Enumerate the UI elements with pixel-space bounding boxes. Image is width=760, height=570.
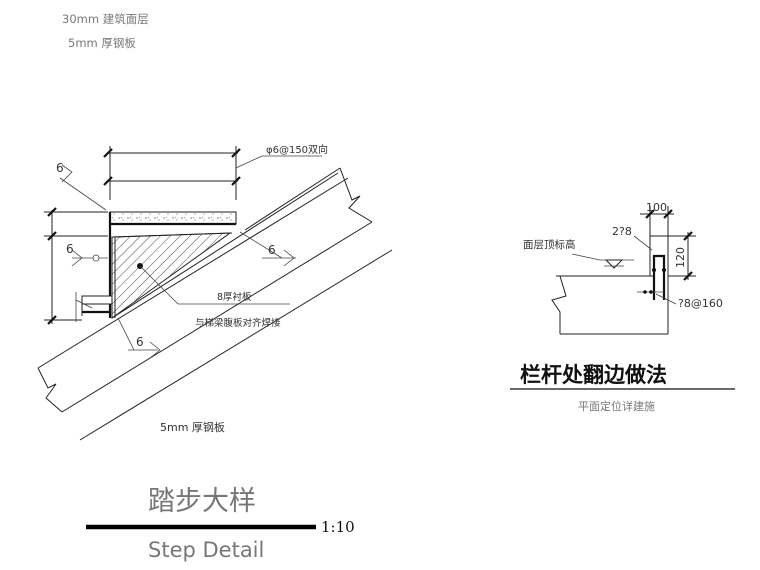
- weld-symbol-lower-left: [75, 292, 93, 322]
- leader-top-bars: [633, 235, 653, 251]
- dim-tick: [663, 209, 673, 219]
- svg-text:6: 6: [268, 243, 276, 257]
- level-triangle: [604, 259, 624, 269]
- level-label: 面层顶标高: [523, 238, 576, 251]
- stringer-bottom-edge: [79, 249, 393, 441]
- stringer-edge-1: [37, 177, 349, 369]
- top-bars-label: 2?8: [612, 225, 632, 238]
- weld-symbol-mid-left: 6: [66, 242, 108, 267]
- slab-break-line: [551, 275, 567, 334]
- dim-tick: [683, 231, 693, 241]
- dim-tick: [103, 176, 113, 186]
- steel-plate-label: 5mm 厚钢板: [160, 420, 225, 434]
- stringer-top-edge-upper: [111, 172, 339, 319]
- break-line-top: [339, 167, 373, 223]
- step-detail-title-en: Step Detail: [148, 538, 264, 562]
- rebar-dot: [643, 290, 647, 294]
- rebar-dot: [662, 268, 666, 272]
- dim-tick: [47, 231, 57, 241]
- svg-text:6: 6: [66, 242, 74, 256]
- leader-bar-spacing: [655, 293, 677, 305]
- weld-symbol-bottom: 6: [117, 317, 161, 359]
- level-leader: [571, 253, 601, 261]
- liner-plate-hatch: [111, 232, 232, 319]
- note-finish-layer: 30mm 建筑面层: [62, 12, 149, 26]
- lower-nosing-stub: [81, 295, 113, 305]
- railing-detail-subtitle: 平面定位详建施: [578, 399, 655, 413]
- upturn-rebar-hook: [652, 254, 666, 300]
- weld-symbol-top-left: 6: [56, 161, 107, 211]
- dim-height-value: 120: [674, 247, 687, 268]
- stringer-top-edge-right: [244, 167, 341, 231]
- leader-plate-note: [139, 265, 179, 305]
- svg-text:6: 6: [56, 161, 64, 175]
- scale-label: 1:10: [321, 518, 355, 536]
- bar-spacing-label: ?8@160: [678, 297, 723, 310]
- dim-tick: [103, 148, 113, 158]
- dim-tick: [47, 315, 57, 325]
- step-detail-drawing: 6 6 6 6 φ6@150双向 8厚衬板 与梯梁腹: [37, 143, 393, 441]
- rebar-dot: [652, 268, 656, 272]
- stringer-edge-2: [61, 221, 373, 413]
- dim-tick: [683, 271, 693, 281]
- liner-plate-note: 8厚衬板: [217, 291, 252, 303]
- liner-top-edge: [114, 232, 233, 238]
- break-line-bottom: [37, 367, 63, 413]
- svg-text:6: 6: [136, 335, 144, 349]
- rebar-callout: φ6@150双向: [266, 143, 328, 156]
- dim-tick: [645, 209, 655, 219]
- liner-plate-weld-note: 与梯梁腹板对齐焊接: [195, 317, 281, 329]
- weld-symbol-right: 6: [239, 231, 296, 267]
- note-steel-plate: 5mm 厚钢板: [68, 36, 136, 50]
- dim-width-value: 100: [646, 201, 667, 214]
- railing-detail-drawing: 面层顶标高 100 120 2?8 ?8@160: [523, 201, 723, 335]
- leader-rebar: [235, 155, 263, 169]
- railing-detail-title: 栏杆处翻边做法: [520, 362, 667, 387]
- rebar-dot: [649, 290, 653, 294]
- dim-tick: [47, 207, 57, 217]
- step-detail-title-cn: 踏步大样: [148, 486, 256, 517]
- tread-concrete-layer: [109, 211, 237, 225]
